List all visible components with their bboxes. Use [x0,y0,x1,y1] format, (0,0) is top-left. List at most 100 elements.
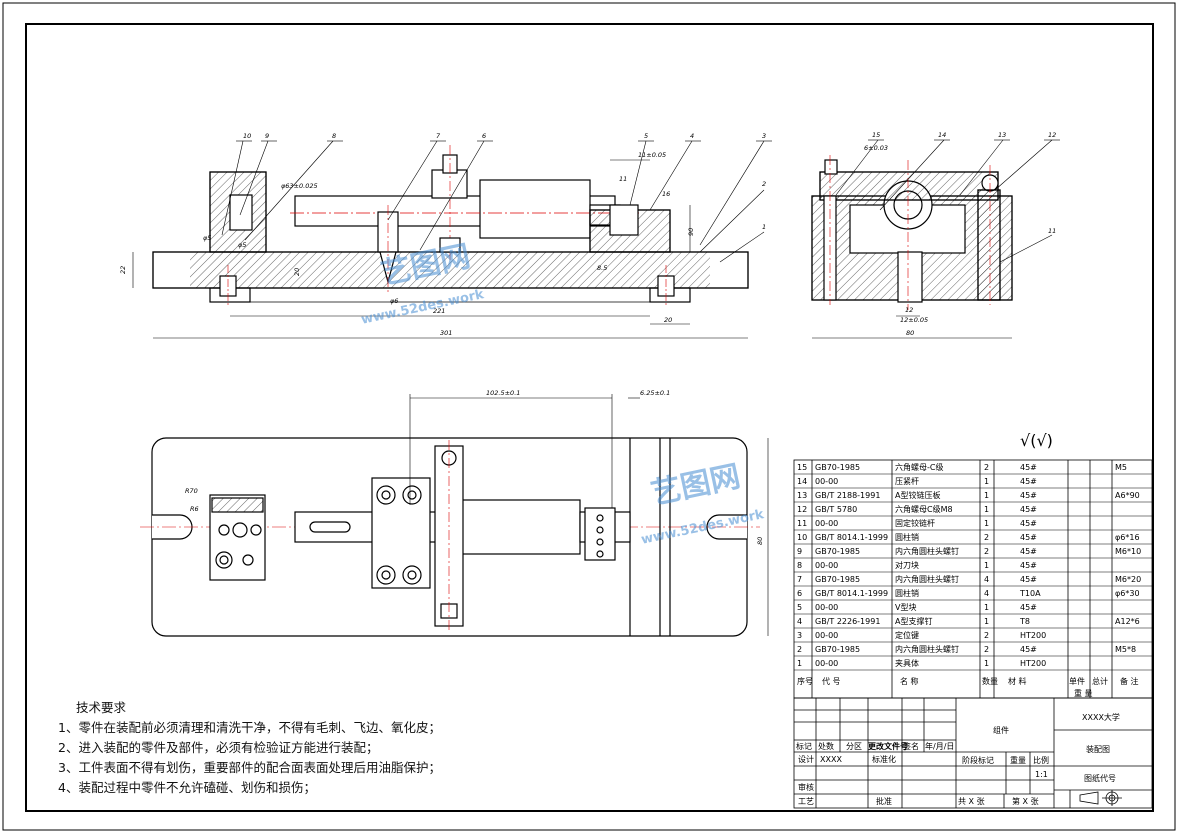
bom-cell-material: 45# [1020,645,1037,654]
bom-cell-material: 45# [1020,477,1037,486]
tb-date: 年/月/日 [925,741,954,751]
tb-weight: 重量 [1010,755,1026,765]
tb-university: XXXX大学 [1082,712,1120,722]
top-view-labels: 102.5±0.1 6.25±0.1 R70 R6 80 [185,389,764,545]
bom-cell-note: M6*10 [1115,547,1141,556]
bom-cell-name: 固定铰链杆 [895,518,935,528]
bom-cell-material: 45# [1020,547,1037,556]
dim-90: 90 [687,228,695,236]
bom-cell-no: 11 [797,519,807,528]
dim-phi63: φ63±0.025 [281,182,318,190]
tech-requirements: 技术要求 1、零件在装配前必须清理和清洗干净，不得有毛刺、飞边、氧化皮； 2、进… [58,698,441,798]
bom-cell-note: A12*6 [1115,617,1140,626]
bom-cell-code: GB70-1985 [815,645,860,654]
bom-cell-qty: 4 [984,589,989,598]
bom-cell-note: A6*90 [1115,491,1140,500]
bom-cell-no: 4 [797,617,802,626]
bom-cell-code: 00-00 [815,659,838,668]
bom-cell-code: GB70-1985 [815,575,860,584]
bom-header-code: 代 号 [822,676,841,686]
tb-check: 审核 [798,782,814,792]
bom-cell-code: GB/T 8014.1-1999 [815,533,888,542]
bom-cell-qty: 4 [984,575,989,584]
bom-cell-qty: 1 [984,617,989,626]
bom-cell-qty: 2 [984,645,989,654]
bom-cell-note: M5*8 [1115,645,1136,654]
front-view-dimensions: 22 20 221 301 20 90 11±0.05 11 φ63±0.025… [119,151,695,337]
dim-phi5-b: φ5 [238,241,246,249]
bom-cell-code: GB/T 2188-1991 [815,491,880,500]
tech-requirement-1: 1、零件在装配前必须清理和清洗干净，不得有毛刺、飞边、氧化皮； [58,720,441,735]
bom-cell-qty: 2 [984,463,989,472]
balloon-6: 6 [482,132,486,140]
bom-cell-no: 14 [797,477,807,486]
dim-12: 12 [905,306,913,314]
balloon-7: 7 [436,132,441,140]
tb-mark: 标记 [796,741,812,751]
dim-R70: R70 [185,487,198,495]
tb-standardize: 标准化 [872,754,896,764]
front-view-balloons: 10 9 8 7 6 5 4 3 2 1 [236,132,772,231]
tb-design: 设计 [798,754,814,764]
bom-header-weight: 重 量 [1074,688,1093,698]
balloon-1: 1 [762,223,766,231]
dim-6-tol: 6±0.03 [864,144,888,152]
tb-component: 组件 [993,725,1009,735]
bom-cell-name: 内六角圆柱头螺钉 [895,546,959,556]
bom-cell-code: GB70-1985 [815,547,860,556]
bom-cell-qty: 1 [984,477,989,486]
tb-change-doc: 更改文件号 [868,741,908,751]
tech-requirement-4: 4、装配过程中零件不允许磕碰、划伤和损伤； [58,780,316,795]
bom-cell-no: 1 [797,659,802,668]
bom-cell-material: 45# [1020,533,1037,542]
bom-cell-material: T8 [1019,617,1030,626]
dim-22: 22 [119,266,127,274]
tb-zone: 分区 [846,742,862,751]
bom-header-name: 名 称 [900,676,919,686]
bom-header-note: 备 注 [1120,676,1139,686]
roughness-symbol: √(√) [1020,431,1053,450]
bom-header-material: 材 料 [1008,676,1027,686]
bom-cell-code: GB/T 2226-1991 [815,617,880,626]
bom-header-unit_weight: 单件 [1069,676,1085,686]
dim-301: 301 [440,329,452,337]
balloon-8: 8 [332,132,336,140]
dim-11: 11 [619,175,627,183]
bom-cell-note: M6*20 [1115,575,1141,584]
bom-cell-no: 15 [797,463,807,472]
bom-cell-material: 45# [1020,505,1037,514]
inner-border [25,23,1154,812]
balloon-2: 2 [762,180,766,188]
bom-cell-no: 6 [797,589,802,598]
tb-stage-mark: 阶段标记 [962,755,994,765]
bom-cell-qty: 1 [984,603,989,612]
bom-cell-qty: 1 [984,505,989,514]
bom-cell-name: 圆柱销 [895,588,919,598]
bom-cell-name: 六角螺母-C级 [895,462,943,472]
bom-header-total_weight: 总计 [1092,676,1108,686]
tb-count: 处数 [818,741,834,751]
bom-cell-material: 45# [1020,519,1037,528]
balloon-12: 12 [1048,131,1056,139]
bom-cell-code: GB70-1985 [815,463,860,472]
bom-cell-name: 定位键 [895,630,919,640]
tb-signature: 签名 [903,741,919,751]
bom-cell-name: 内六角圆柱头螺钉 [895,644,959,654]
tech-requirement-2: 2、进入装配的零件及部件，必须有检验证方能进行装配； [58,740,379,755]
bom-cell-note: M5 [1115,463,1127,472]
bom-cell-note: φ6*30 [1115,589,1140,598]
balloon-13: 13 [998,131,1006,139]
bom-cell-name: 对刀块 [895,560,919,570]
bom-cell-no: 13 [797,491,807,500]
bom-cell-no: 7 [797,575,802,584]
bom-cell-no: 8 [797,561,802,570]
bom-cell-no: 2 [797,645,802,654]
dim-80-side: 80 [906,329,914,337]
dim-phi5: φ5 [203,234,211,242]
bom-cell-name: 压紧杆 [895,476,919,486]
bom-cell-qty: 1 [984,561,989,570]
bom-cell-qty: 1 [984,519,989,528]
balloon-3: 3 [762,132,766,140]
